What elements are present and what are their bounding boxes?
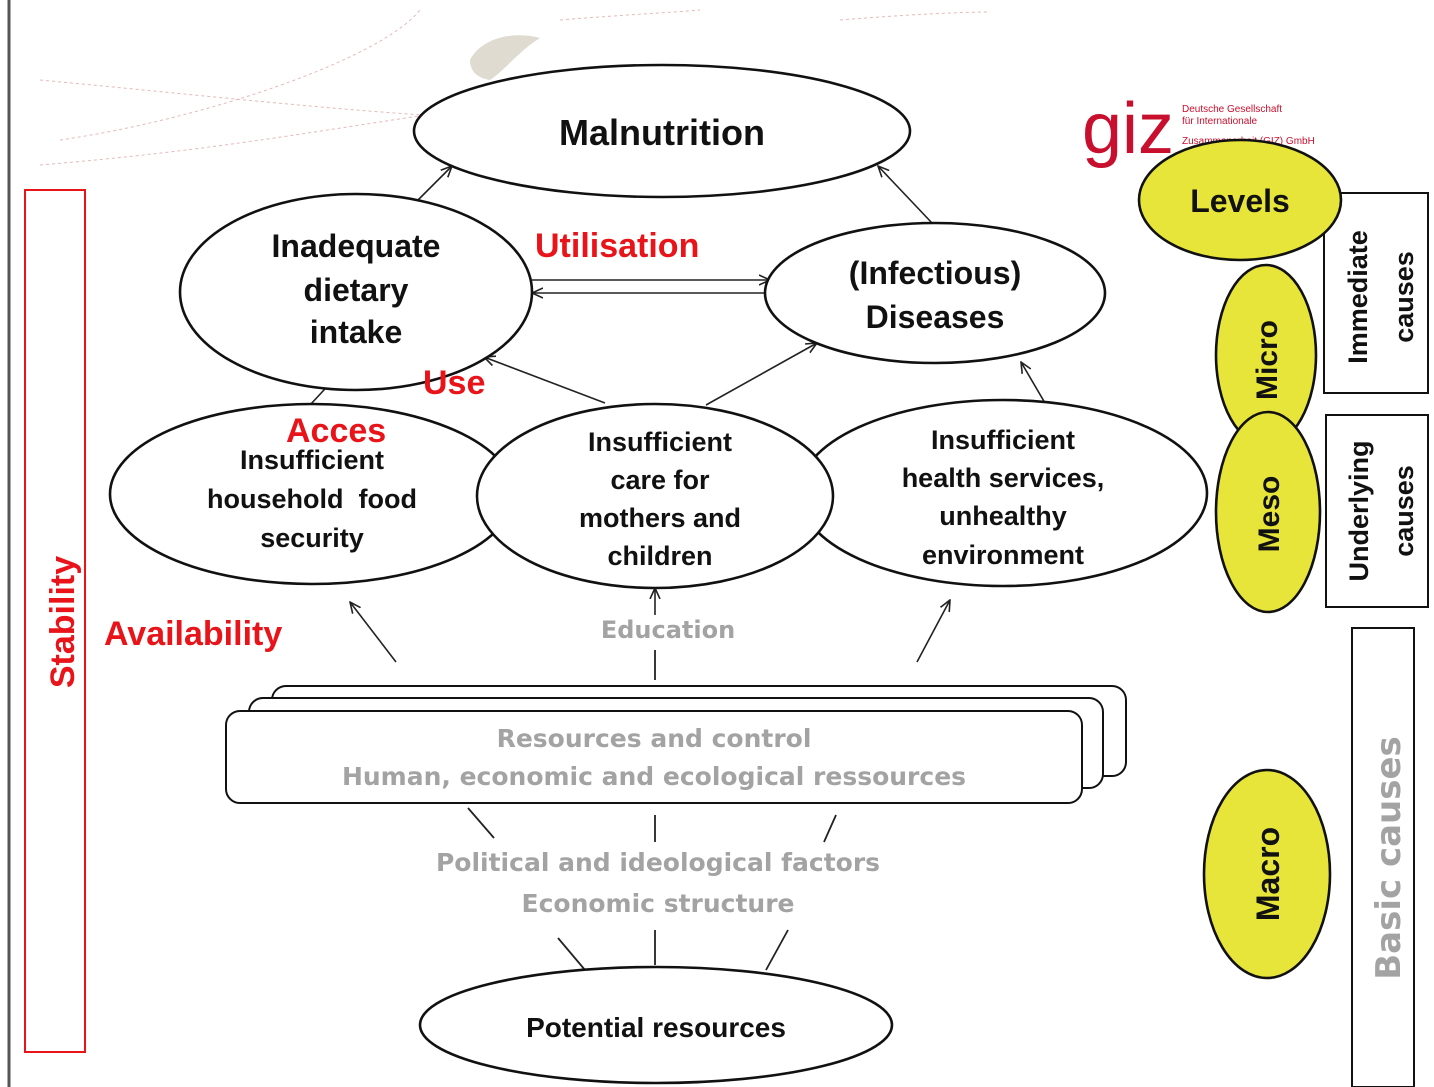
level-micro-label: Micro xyxy=(1251,320,1284,400)
care-mothers-children-node: Insufficient care for mothers and childr… xyxy=(475,402,835,590)
level-meso: Meso xyxy=(1214,410,1322,614)
line-potential-left xyxy=(557,937,586,971)
arrow-basic-to-health xyxy=(916,600,950,663)
level-micro: Micro xyxy=(1214,263,1318,447)
infectious-diseases-node: (Infectious) Diseases xyxy=(763,221,1107,365)
line-resources-right xyxy=(823,814,837,843)
household-food-security-node: Insufficient household food security xyxy=(108,402,516,586)
arrow-care-to-dietary xyxy=(484,357,606,404)
immediate-causes-box: Immediate causes xyxy=(1323,192,1429,394)
dietary-intake-line-1: Inadequate xyxy=(272,228,441,264)
arrow-health-to-diseases xyxy=(1021,362,1046,404)
education-label: Education xyxy=(601,616,735,644)
malnutrition-node: Malnutrition xyxy=(412,63,912,199)
basic-causes-box: Basic causes xyxy=(1351,627,1415,1087)
economic-structure-label: Economic structure xyxy=(522,889,795,918)
resources-line-2: Human, economic and ecological ressource… xyxy=(342,762,966,791)
resources-line-1: Resources and control xyxy=(497,724,812,753)
care-line-1: Insufficient xyxy=(588,427,732,457)
basic-causes-label: Basic causes xyxy=(1369,736,1409,980)
stability-box xyxy=(24,189,86,1053)
health-line-3: unhealthy xyxy=(939,501,1067,531)
dietary-intake-node: Inadequate dietary intake xyxy=(178,192,534,392)
causal-arrows xyxy=(309,166,1046,971)
diseases-line-1: (Infectious) xyxy=(849,255,1021,291)
giz-logo-line-1: Deutsche Gesellschaft xyxy=(1182,104,1282,115)
level-meso-label: Meso xyxy=(1253,476,1286,553)
giz-logo-mark: giz xyxy=(1082,89,1174,169)
health-line-1: Insufficient xyxy=(931,425,1075,455)
arrow-basic-to-food xyxy=(350,602,397,663)
level-macro-label: Macro xyxy=(1250,827,1286,921)
health-line-4: environment xyxy=(922,540,1084,570)
diseases-line-2: Diseases xyxy=(866,299,1005,335)
care-line-4: children xyxy=(607,541,712,571)
dietary-intake-line-3: intake xyxy=(310,314,402,350)
background-decoration xyxy=(7,0,991,1087)
potential-resources-node: Potential resources xyxy=(418,965,894,1085)
underlying-causes-line-1: Underlying xyxy=(1344,440,1374,581)
care-line-2: care for xyxy=(610,465,710,495)
availability-label: Availability xyxy=(104,615,282,653)
immediate-causes-line-1: Immediate xyxy=(1343,230,1373,364)
underlying-causes-line-2: causes xyxy=(1389,465,1419,557)
utilisation-label: Utilisation xyxy=(535,227,699,265)
food-security-line-2: household food xyxy=(207,484,417,514)
immediate-causes-line-2: causes xyxy=(1389,251,1419,343)
dietary-intake-line-2: dietary xyxy=(304,272,409,308)
line-potential-right xyxy=(765,929,789,971)
health-line-2: health services, xyxy=(902,463,1105,493)
use-label: Use xyxy=(423,364,485,402)
giz-logo-line-2: für Internationale xyxy=(1182,116,1257,127)
care-line-3: mothers and xyxy=(579,503,741,533)
arrow-care-to-diseases xyxy=(705,343,817,406)
health-services-node: Insufficient health services, unhealthy … xyxy=(797,398,1209,588)
political-factors-label: Political and ideological factors xyxy=(436,848,880,877)
arrow-diseases-to-malnutrition xyxy=(878,166,933,224)
level-macro: Macro xyxy=(1202,768,1332,980)
resources-and-control-box: Resources and control Human, economic an… xyxy=(225,685,1127,804)
levels-header: Levels xyxy=(1137,138,1343,262)
potential-resources-label: Potential resources xyxy=(526,1012,786,1043)
food-security-line-1: Insufficient xyxy=(240,445,384,475)
acces-label: Acces xyxy=(286,412,386,450)
line-resources-left xyxy=(467,807,495,839)
levels-header-label: Levels xyxy=(1190,183,1290,219)
stability-label: Stability xyxy=(44,556,82,688)
malnutrition-label: Malnutrition xyxy=(559,112,765,153)
food-security-line-3: security xyxy=(260,523,364,553)
underlying-causes-box: Underlying causes xyxy=(1325,414,1429,608)
